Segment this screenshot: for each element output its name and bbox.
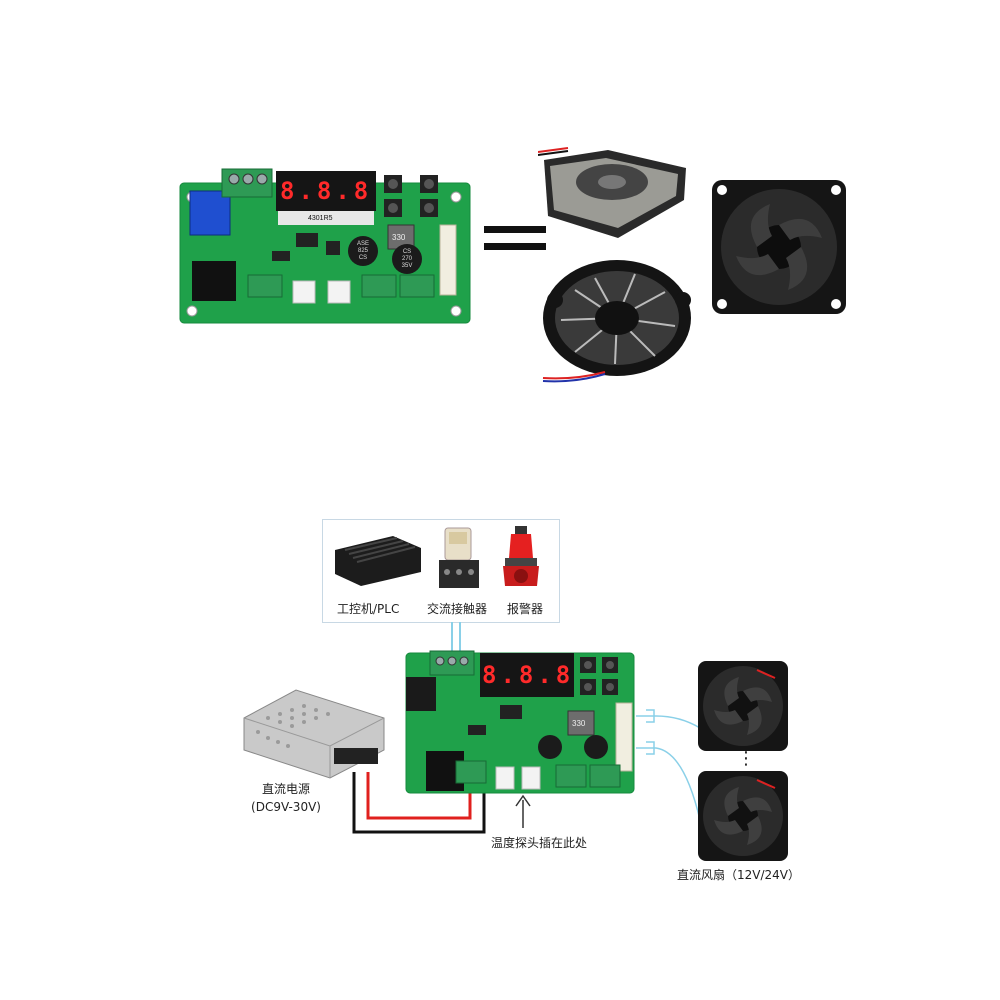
fan-image-upper [697,660,789,752]
fan-dots: ⋮ [737,748,755,769]
device-label-plc: 工控机/PLC [337,602,400,616]
fan-image-lower [697,770,789,862]
power-supply-label: 直流电源 (DC9V-30V) [251,782,321,814]
device-label-contactor: 交流接触器 [427,602,488,616]
power-supply-image [238,688,388,780]
industrial-pc-image [331,532,423,588]
board-label: 4301R5 [308,215,333,222]
fan-label: 直流风扇（12V/24V） [677,868,801,882]
bottom-board-display-readout: 8.8.8 [482,661,575,689]
bottom-board-inductor-label: 330 [572,719,586,728]
probe-label: 温度探头插在此处 [491,836,588,850]
equals-sign [484,226,546,252]
board-inductor-label: 330 [392,233,406,242]
round-fan-image [535,252,695,387]
bottom-board-photo: 8.8.8 330 [404,647,636,795]
blower-fan-image [538,138,688,243]
device-label-alarm: 报警器 [507,602,544,616]
alarm-image [499,524,543,590]
contactor-image [435,526,483,590]
devices-panel: 工控机/PLC 交流接触器 报警器 [322,519,560,623]
square-fan-image [710,178,848,316]
board-display-readout: 8.8.8 [280,177,373,205]
